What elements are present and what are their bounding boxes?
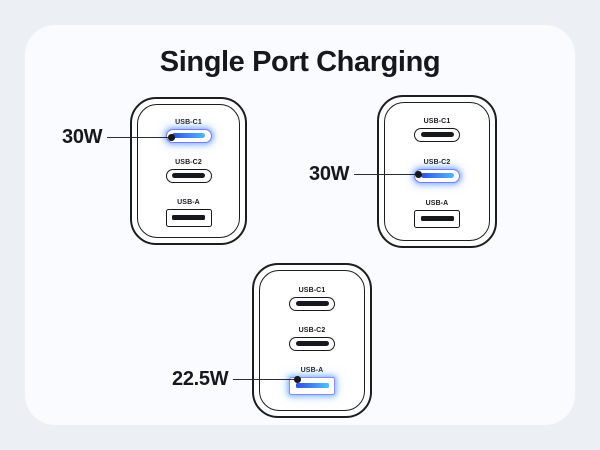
- usb-a-connector-bar: [295, 382, 329, 389]
- charger-1: USB-C1 USB-C2 USB-A: [130, 97, 247, 245]
- charger-1-callout-dot: [168, 134, 175, 141]
- usb-a-connector-icon: [165, 208, 212, 227]
- charger-1-callout-line: [107, 136, 170, 139]
- charger-3-port-usb-c1-label: USB-C1: [298, 287, 326, 294]
- charger-2-ports: USB-C1 USB-C2 USB-A: [377, 95, 497, 248]
- charger-2-port-usb-c1-label: USB-C1: [423, 118, 451, 125]
- usb-c-connector-bar: [420, 131, 454, 138]
- charger-3-callout-dot: [294, 376, 301, 383]
- charger-3: USB-C1 USB-C2 USB-A: [252, 263, 372, 418]
- charger-1-callout: 30W: [62, 126, 175, 149]
- charger-2-callout: 30W: [309, 163, 422, 186]
- charger-2-port-usb-a[interactable]: USB-A: [414, 200, 460, 228]
- charger-1-port-usb-c1-label: USB-C1: [175, 119, 202, 126]
- usb-c-connector-icon: [414, 127, 460, 142]
- charger-2-port-usb-a-label: USB-A: [425, 200, 449, 207]
- charger-3-callout-line: [233, 378, 296, 381]
- charger-2-callout-line: [354, 173, 417, 176]
- usb-c-connector-bar: [420, 172, 454, 179]
- usb-c-connector-bar: [172, 172, 205, 179]
- usb-c-connector-icon: [289, 336, 335, 351]
- charger-2-callout-value: 30W: [309, 163, 350, 185]
- usb-a-connector-bar: [172, 214, 205, 221]
- charger-3-callout: 22.5W: [172, 368, 301, 391]
- charger-2-port-usb-c2-label: USB-C2: [423, 159, 451, 166]
- usb-c-connector-bar: [172, 132, 205, 139]
- usb-c-connector-icon: [165, 128, 212, 143]
- charger-2-port-usb-c1[interactable]: USB-C1: [414, 118, 460, 142]
- usb-a-connector-icon: [414, 209, 460, 228]
- charger-1-callout-value: 30W: [62, 126, 103, 148]
- charger-3-callout-value: 22.5W: [172, 368, 229, 390]
- charger-1-ports: USB-C1 USB-C2 USB-A: [130, 97, 247, 245]
- charger-3-ports: USB-C1 USB-C2 USB-A: [252, 263, 372, 418]
- usb-c-connector-icon: [289, 296, 335, 311]
- usb-c-connector-bar: [295, 300, 329, 307]
- usb-a-connector-bar: [420, 215, 454, 222]
- charger-1-port-usb-a-label: USB-A: [177, 199, 200, 206]
- charger-2-callout-dot: [415, 171, 422, 178]
- usb-c-connector-bar: [295, 340, 329, 347]
- charger-3-port-usb-c2[interactable]: USB-C2: [289, 327, 335, 351]
- charger-1-port-usb-a[interactable]: USB-A: [165, 199, 212, 227]
- charger-1-port-usb-c2[interactable]: USB-C2: [165, 159, 212, 183]
- charger-1-port-usb-c1[interactable]: USB-C1: [165, 119, 212, 143]
- page-title: Single Port Charging: [159, 46, 441, 78]
- usb-c-connector-icon: [414, 168, 460, 183]
- charger-2: USB-C1 USB-C2 USB-A: [377, 95, 497, 248]
- charger-1-port-usb-c2-label: USB-C2: [175, 159, 202, 166]
- usb-c-connector-icon: [165, 168, 212, 183]
- charger-3-port-usb-c1[interactable]: USB-C1: [289, 287, 335, 311]
- charger-2-port-usb-c2[interactable]: USB-C2: [414, 159, 460, 183]
- charger-3-port-usb-c2-label: USB-C2: [298, 327, 326, 334]
- charger-3-port-usb-a-label: USB-A: [300, 367, 324, 374]
